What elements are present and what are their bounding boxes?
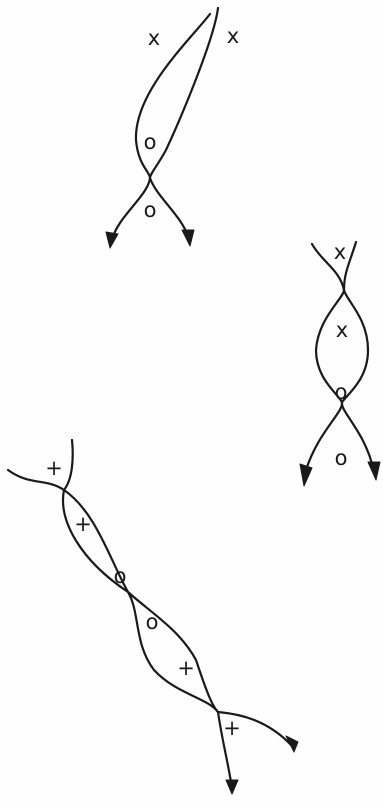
diagram-top-left-arrowhead-right: [181, 229, 195, 247]
diagram-top-left-strand-b: [148, 6, 220, 238]
diagram-right-mark-2: x: [336, 318, 348, 342]
diagram-top-left: x x o o: [105, 6, 239, 249]
diagram-right-arrowhead-left: [299, 463, 313, 487]
diagram-bottom-left-strand-b: [61, 438, 234, 790]
diagram-right-strand-b: [340, 240, 376, 474]
diagram-bottom-left-mark-6: +: [223, 716, 241, 740]
diagram-top-left-mark-2: x: [227, 24, 239, 48]
diagram-top-left-mark-3: o: [144, 130, 157, 154]
diagram-bottom-left-arrowhead-bottom: [225, 779, 239, 795]
diagram-bottom-left-mark-2: +: [74, 512, 92, 536]
diagram-right-mark-1: x: [334, 240, 346, 264]
diagram-bottom-left-arrowhead-right: [285, 735, 299, 753]
diagram-top-left-strand-a: [110, 12, 212, 242]
diagram-bottom-left-mark-5: +: [177, 656, 195, 680]
diagram-bottom-left-mark-1: +: [45, 456, 63, 480]
diagram-right-arrowhead-right: [367, 461, 381, 481]
diagram-bottom-left-strand-a: [6, 468, 294, 748]
diagram-top-left-arrowhead-left: [105, 231, 119, 249]
diagram-right: x x o o: [299, 240, 381, 487]
diagram-top-left-mark-4: o: [144, 198, 157, 222]
diagram-bottom-left: + + o o + +: [6, 438, 299, 795]
diagram-top-left-mark-1: x: [148, 26, 160, 50]
diagram-right-strand-a: [304, 242, 346, 472]
diagram-right-mark-4: o: [335, 446, 348, 470]
diagram-bottom-left-mark-3: o: [114, 564, 127, 588]
diagram-right-mark-3: o: [335, 380, 348, 404]
diagram-bottom-left-mark-4: o: [146, 610, 159, 634]
